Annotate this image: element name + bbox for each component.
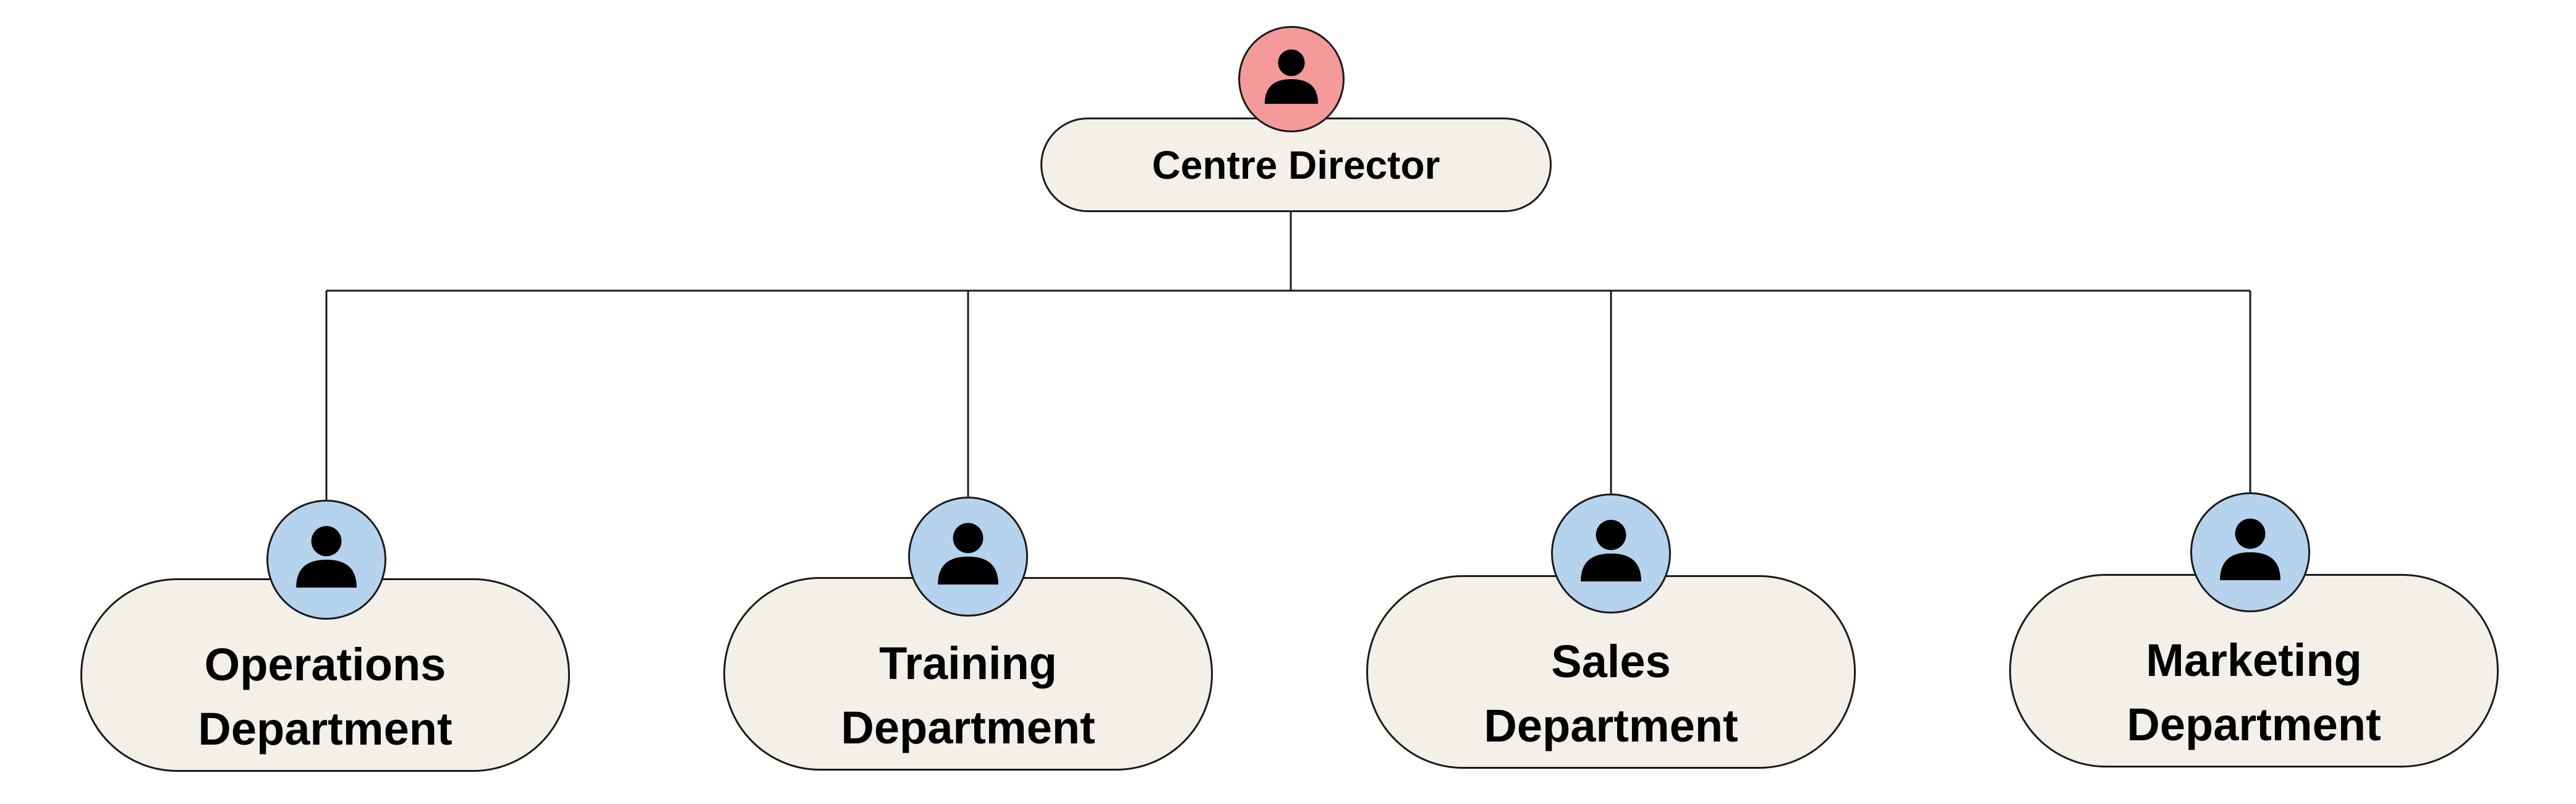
node-sales-department: Sales Department [1366,575,1856,769]
person-icon [1551,494,1671,614]
node-label: Centre Director [1152,142,1440,187]
node-label: Training Department [841,637,1095,753]
person-icon [908,497,1028,617]
node-centre-director: Centre Director [1040,118,1552,212]
person-icon [266,500,386,620]
node-label: Marketing Department [2127,634,2381,750]
node-label: Operations Department [198,638,453,755]
node-label: Sales Department [1484,635,1738,751]
person-icon [2190,492,2310,612]
person-icon [1238,26,1345,132]
